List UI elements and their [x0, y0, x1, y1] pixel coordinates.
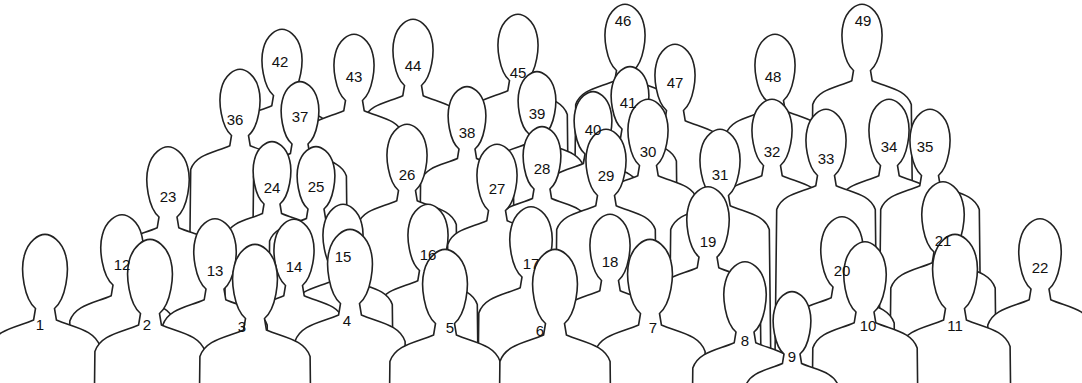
callout-number: 47 — [667, 75, 684, 90]
callout-number: 35 — [917, 139, 934, 154]
callout-number: 28 — [534, 161, 551, 176]
callout-number: 37 — [292, 109, 309, 124]
callout-number: 22 — [1032, 260, 1049, 275]
callout-number: 27 — [489, 181, 506, 196]
callout-number: 13 — [207, 263, 224, 278]
callout-number: 49 — [855, 13, 872, 28]
callout-number: 33 — [818, 151, 835, 166]
callout-number: 3 — [238, 319, 246, 334]
callout-number: 9 — [788, 349, 796, 364]
callout-number: 24 — [264, 180, 281, 195]
callout-number: 17 — [523, 256, 540, 271]
callout-number: 46 — [615, 13, 632, 28]
callout-number: 41 — [620, 95, 637, 110]
callout-number: 30 — [640, 144, 657, 159]
callout-number: 44 — [405, 58, 422, 73]
callout-number: 7 — [649, 320, 657, 335]
callout-number: 39 — [529, 106, 546, 121]
callout-number: 40 — [585, 122, 602, 137]
callout-number: 12 — [114, 257, 131, 272]
callout-number: 36 — [227, 112, 244, 127]
callout-number: 2 — [143, 317, 151, 332]
callout-number: 10 — [860, 318, 877, 333]
callout-number: 6 — [536, 323, 544, 338]
callout-number: 14 — [286, 259, 303, 274]
callout-number: 31 — [712, 167, 729, 182]
callout-number: 19 — [700, 234, 717, 249]
callout-number: 11 — [947, 318, 963, 333]
callout-number: 43 — [346, 69, 363, 84]
callout-number: 38 — [459, 125, 476, 140]
callout-number: 42 — [272, 54, 289, 69]
silhouettes — [0, 4, 1082, 383]
callout-number: 4 — [343, 313, 351, 328]
callout-number: 26 — [399, 167, 416, 182]
callout-number: 25 — [308, 179, 325, 194]
callout-number: 16 — [420, 247, 437, 262]
callout-number: 1 — [36, 317, 44, 332]
callout-number: 32 — [764, 144, 781, 159]
callout-number: 5 — [446, 320, 454, 335]
callout-number: 29 — [598, 168, 615, 183]
callout-number: 15 — [335, 249, 352, 264]
callout-number: 18 — [602, 254, 619, 269]
callout-number: 21 — [935, 233, 952, 248]
callout-number: 34 — [881, 139, 898, 154]
callout-number: 48 — [765, 69, 782, 84]
callout-number: 8 — [741, 333, 749, 348]
callout-number: 20 — [834, 263, 851, 278]
callout-number: 45 — [510, 65, 527, 80]
callout-number: 23 — [160, 189, 177, 204]
